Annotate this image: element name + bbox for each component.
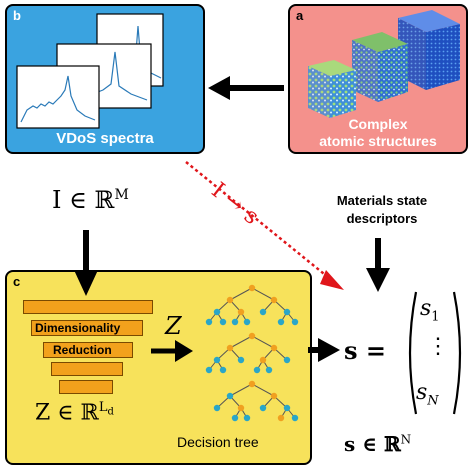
- panel-a-caption-line1: Complex: [348, 116, 408, 132]
- reduction-label: Reduction: [53, 343, 112, 357]
- funnel-bar-2: [31, 320, 143, 336]
- spectrum-plot-front: [16, 65, 100, 129]
- vector-entry-s1: s1: [420, 296, 440, 324]
- descriptors-line1: Materials state: [336, 193, 428, 208]
- vdos-spectra-graphic: [16, 13, 164, 129]
- decision-tree-2: [205, 332, 291, 374]
- output-vector-brackets: [408, 291, 462, 415]
- funnel-to-tree-arrow: [151, 340, 193, 362]
- panel-b-vdos: b VDoS spectra: [5, 4, 205, 154]
- arrow-structures-to-spectra: [208, 76, 284, 100]
- decision-tree-label: Decision tree: [177, 434, 259, 450]
- decision-tree-ensemble: [205, 284, 299, 422]
- vector-dots: ⋮: [427, 334, 449, 359]
- vector-entry-sN: sN: [416, 380, 439, 408]
- decision-tree-1: [205, 284, 299, 326]
- latent-space-sub: d: [107, 406, 114, 418]
- output-space-label: s ∈ ℝN: [344, 432, 411, 456]
- funnel-bar-4: [51, 362, 123, 376]
- dimensionality-label: Dimensionality: [35, 321, 121, 335]
- arrow-mapping-dotted: [185, 161, 344, 290]
- arrow-pipeline-to-output: [308, 338, 340, 362]
- sN-sub: N: [427, 393, 439, 409]
- arrow-descriptors-to-output: [366, 238, 390, 292]
- panel-tag-c: c: [13, 274, 21, 289]
- latent-space-sup: L: [98, 400, 108, 415]
- latent-symbol: Z: [165, 312, 182, 340]
- latent-space-base: Z ∈ ℝ: [35, 400, 99, 426]
- input-space-base: I ∈ ℝ: [52, 186, 115, 214]
- descriptors-label: Materials state descriptors: [318, 192, 446, 228]
- s1-sub: 1: [431, 309, 440, 325]
- arrow-spectra-to-pipeline: [74, 230, 98, 296]
- output-space-sup: N: [400, 432, 412, 447]
- panel-tag-a: a: [296, 8, 304, 23]
- latent-space-label: Z ∈ ℝLd: [35, 400, 114, 425]
- sN-base: s: [416, 380, 428, 405]
- s1-base: s: [420, 296, 432, 321]
- funnel-bar-3: [43, 342, 133, 358]
- panel-a-caption: Complex atomic structures: [290, 116, 466, 150]
- panel-tag-b: b: [13, 8, 21, 23]
- input-space-sup: M: [114, 187, 129, 203]
- descriptors-line2: descriptors: [346, 211, 418, 226]
- atomic-structure-cubes: [308, 10, 460, 118]
- panel-a-caption-line2: atomic structures: [319, 133, 437, 149]
- panel-a-structures: a C: [288, 4, 468, 154]
- panel-c-pipeline: c Dimensionality Reduction Z ∈ ℝLd Z: [5, 270, 312, 465]
- funnel-bar-5: [59, 380, 113, 394]
- funnel-bar-1: [23, 300, 153, 314]
- panel-b-caption: VDoS spectra: [56, 130, 154, 147]
- spectrum-plot-middle: [56, 43, 152, 109]
- output-lhs: s =: [344, 336, 386, 365]
- input-space-label: I ∈ ℝM: [52, 186, 129, 214]
- decision-tree-3: [213, 380, 299, 422]
- output-space-base: s ∈ ℝ: [344, 432, 401, 456]
